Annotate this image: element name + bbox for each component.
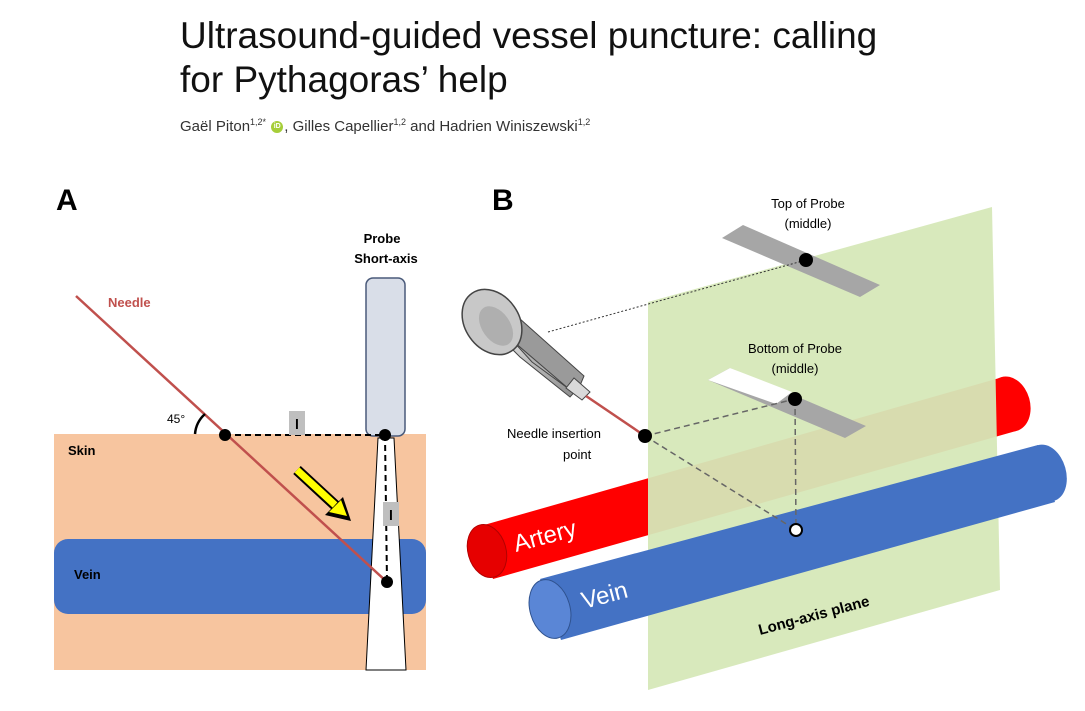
length-label-vertical: l	[389, 507, 393, 523]
probe-label-line-1: Probe	[364, 231, 401, 246]
needle-label: Needle	[108, 295, 151, 310]
author-3[interactable]: Hadrien Winiszewski	[439, 118, 578, 135]
insertion-label-line-1: Needle insertion	[507, 426, 601, 441]
author-list: Gaël Piton1,2* iD, Gilles Capellier1,2 a…	[180, 117, 591, 135]
probe-short-axis	[365, 277, 406, 437]
probe-contact-point	[379, 429, 391, 441]
top-projection-line	[547, 259, 807, 333]
title-line-2: for Pythagoras’ help	[180, 59, 508, 100]
insertion-point	[219, 429, 231, 441]
vein-target-point-b	[789, 523, 803, 537]
bottom-probe-point	[788, 392, 802, 406]
title-line-1: Ultrasound-guided vessel puncture: calli…	[180, 15, 878, 56]
top-probe-label-line-2: (middle)	[785, 216, 832, 231]
orcid-icon[interactable]: iD	[271, 121, 284, 134]
insertion-label-line-2: point	[563, 447, 592, 462]
top-probe-label-line-1: Top of Probe	[771, 196, 845, 211]
author-connector: and	[410, 118, 436, 135]
author-1[interactable]: Gaël Piton	[180, 118, 251, 135]
author-1-affil: 1,2*	[250, 117, 267, 127]
panel-b: B Long-axis plane Artery Vein Top of Pro…	[461, 184, 1067, 690]
article-title: Ultrasound-guided vessel puncture: calli…	[180, 14, 877, 102]
angle-arc	[193, 413, 206, 435]
needle-line	[75, 295, 388, 583]
length-marker-horizontal	[289, 411, 305, 435]
panel-a: A Skin Vein Probe Short-axis Needle 45° …	[54, 184, 426, 671]
syringe	[461, 288, 591, 401]
author-3-affil: 1,2	[577, 117, 591, 127]
needle-b	[585, 394, 646, 438]
skin-label: Skin	[68, 443, 96, 458]
vein-target-point	[381, 576, 393, 588]
angle-label: 45°	[167, 412, 185, 426]
length-marker-vertical	[383, 502, 399, 526]
vein-tube	[528, 444, 1067, 640]
author-2[interactable]: Gilles Capellier	[292, 118, 394, 135]
needle-insertion-point	[638, 429, 652, 443]
panel-a-label: A	[56, 184, 78, 217]
bottom-plate-highlight	[708, 368, 792, 404]
vein-label: Vein	[74, 567, 101, 582]
author-2-affil: 1,2	[393, 117, 406, 127]
direction-arrow	[293, 465, 351, 521]
bottom-probe-label-line-2: (middle)	[772, 361, 819, 376]
length-label-horizontal: l	[295, 416, 299, 432]
bottom-probe-label-line-1: Bottom of Probe	[748, 341, 842, 356]
top-probe-point	[799, 253, 813, 267]
panel-b-label: B	[492, 184, 514, 217]
insertion-to-probe-line	[644, 398, 796, 437]
vein-cross-section	[54, 539, 426, 614]
probe-label-line-2: Short-axis	[354, 251, 418, 266]
probe-to-vein-line	[794, 398, 797, 531]
